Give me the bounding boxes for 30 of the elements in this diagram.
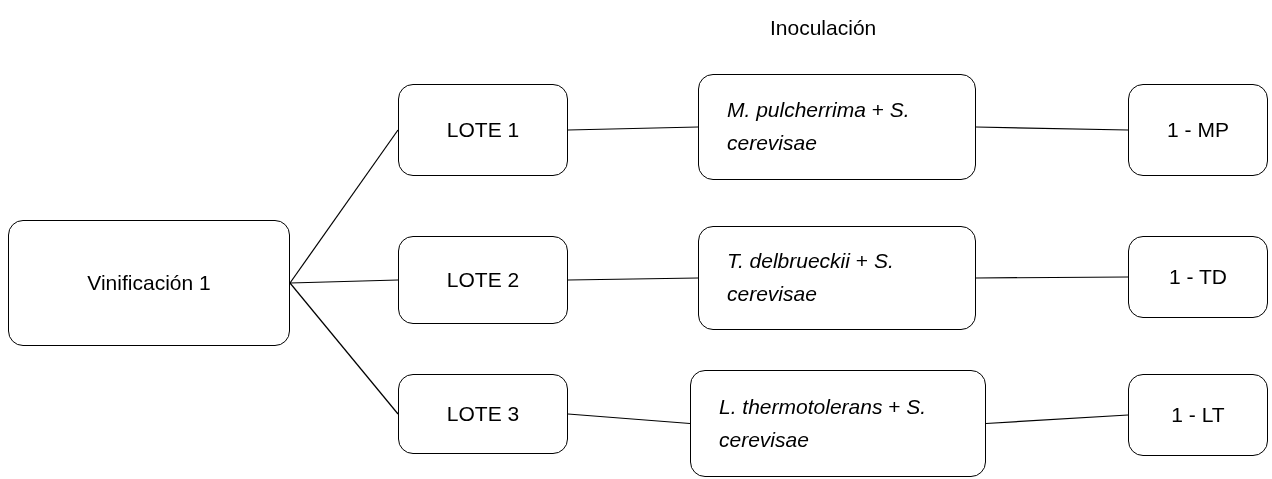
connector-line <box>567 277 699 281</box>
node-label: L. thermotolerans + S. cerevisae <box>719 393 928 453</box>
process-box <box>1128 236 1268 318</box>
process-box <box>690 370 986 477</box>
node-label: 1 - MP <box>1167 116 1229 143</box>
connector-line <box>975 126 1129 131</box>
process-box <box>1128 84 1268 176</box>
node-label: T. delbrueckii + S. cerevisae <box>727 248 895 307</box>
node-label: M. pulcherrima + S. cerevisae <box>727 97 911 156</box>
node-label: LOTE 1 <box>446 116 520 143</box>
node-label: 1 - TD <box>1169 263 1227 290</box>
node-label: LOTE 3 <box>446 400 520 427</box>
connector-line <box>985 414 1129 425</box>
connector-line <box>567 413 691 425</box>
connector-line <box>289 279 399 284</box>
column-heading: Inoculación <box>770 16 877 40</box>
process-box <box>398 84 568 176</box>
process-box <box>398 236 568 324</box>
node-label: Vinificación 1 <box>87 269 211 296</box>
connector-line <box>289 282 399 415</box>
connector-line <box>289 129 399 284</box>
node-label: 1 - LT <box>1171 401 1225 428</box>
process-box <box>1128 374 1268 456</box>
process-box <box>398 374 568 454</box>
connector-line <box>567 126 699 131</box>
process-box <box>8 220 290 346</box>
connector-line <box>975 276 1129 279</box>
process-box <box>698 74 976 180</box>
node-label: LOTE 2 <box>446 266 520 293</box>
process-box <box>698 226 976 330</box>
